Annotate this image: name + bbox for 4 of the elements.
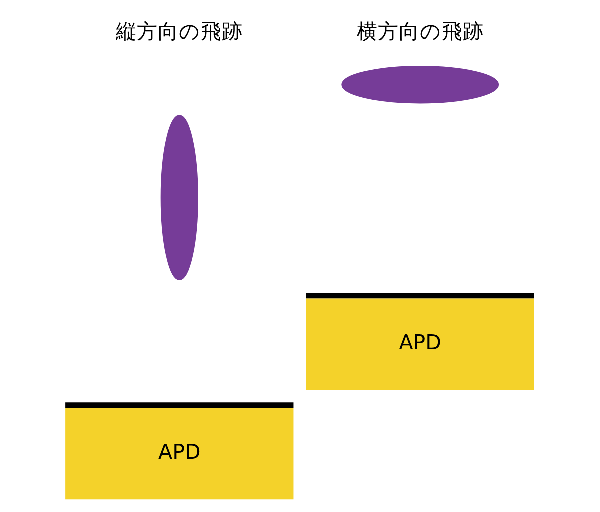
node-ellipse — [160, 115, 198, 281]
node-label: 横方向の飛跡 — [356, 20, 484, 44]
node-label: 縦方向の飛跡 — [116, 20, 244, 44]
node-ellipse — [342, 66, 500, 104]
